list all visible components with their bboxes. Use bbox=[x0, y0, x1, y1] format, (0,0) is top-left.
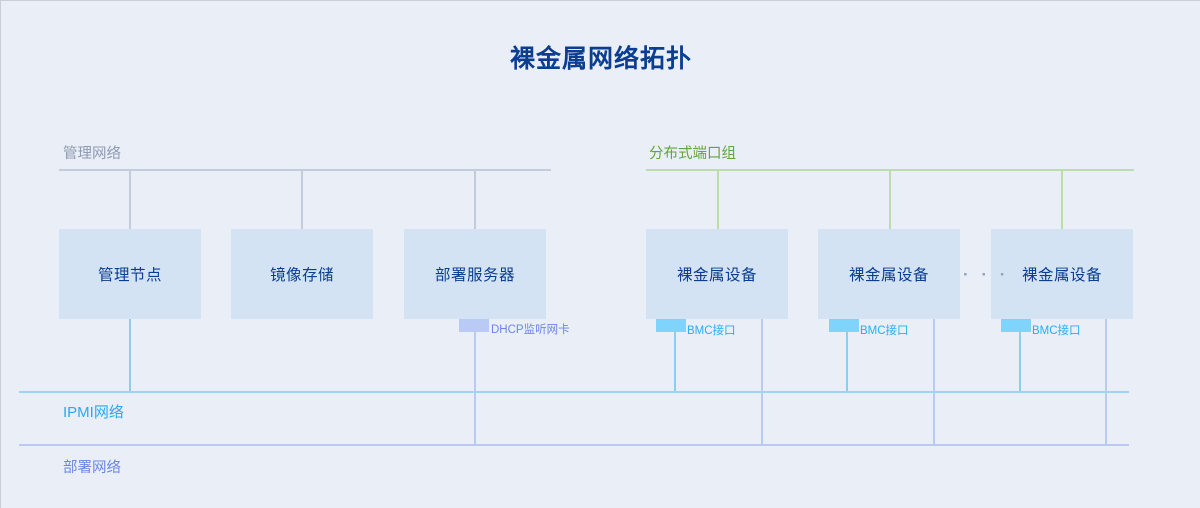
bmc-nic-label-2: BMC接口 bbox=[860, 325, 909, 337]
deployment-network-bus bbox=[19, 444, 1129, 446]
riser-bmc-1-ipmi bbox=[674, 332, 676, 392]
drop-management-node bbox=[129, 170, 131, 229]
node-deploy-server[interactable]: 部署服务器 bbox=[404, 229, 546, 319]
riser-bare-metal-n-deployment bbox=[1105, 319, 1107, 445]
zone-label-management: 管理网络 bbox=[63, 146, 121, 162]
bmc-nic-chip-n[interactable] bbox=[1001, 319, 1031, 332]
node-label: 裸金属设备 bbox=[848, 267, 929, 284]
devices-ellipsis: · · · bbox=[963, 265, 1010, 284]
riser-bare-metal-2-deployment bbox=[933, 319, 935, 445]
bmc-nic-label-1: BMC接口 bbox=[687, 325, 736, 337]
node-bare-metal-1[interactable]: 裸金属设备 bbox=[646, 229, 788, 319]
node-label: 裸金属设备 bbox=[1021, 267, 1102, 284]
zone-label-distributed-port-group: 分布式端口组 bbox=[649, 146, 736, 162]
management-network-bus bbox=[59, 169, 551, 171]
zone-label-ipmi: IPMI网络 bbox=[63, 404, 124, 421]
drop-deploy-server bbox=[474, 170, 476, 229]
riser-bmc-n-ipmi bbox=[1019, 332, 1021, 392]
bmc-nic-chip-2[interactable] bbox=[829, 319, 859, 332]
node-bare-metal-2[interactable]: 裸金属设备 bbox=[818, 229, 960, 319]
node-label: 镜像存储 bbox=[269, 267, 334, 284]
node-bare-metal-n[interactable]: 裸金属设备 bbox=[991, 229, 1133, 319]
dhcp-nic-chip[interactable] bbox=[459, 319, 489, 332]
ipmi-network-bus bbox=[19, 391, 1129, 393]
node-label: 管理节点 bbox=[97, 267, 162, 284]
bmc-nic-label-n: BMC接口 bbox=[1032, 325, 1081, 337]
drop-bare-metal-1 bbox=[717, 170, 719, 229]
riser-bare-metal-1-deployment bbox=[761, 319, 763, 445]
drop-image-storage bbox=[301, 170, 303, 229]
dhcp-nic-label: DHCP监听网卡 bbox=[491, 324, 570, 336]
page-title: 裸金属网络拓扑 bbox=[509, 45, 692, 73]
node-image-storage[interactable]: 镜像存储 bbox=[231, 229, 373, 319]
riser-dhcp-deployment bbox=[474, 332, 476, 445]
riser-bmc-2-ipmi bbox=[846, 332, 848, 392]
drop-bare-metal-n bbox=[1061, 170, 1063, 229]
drop-bare-metal-2 bbox=[889, 170, 891, 229]
bmc-nic-chip-1[interactable] bbox=[656, 319, 686, 332]
zone-label-deployment: 部署网络 bbox=[63, 460, 121, 476]
node-label: 裸金属设备 bbox=[676, 267, 757, 284]
riser-management-node-ipmi bbox=[129, 319, 131, 392]
node-management-node[interactable]: 管理节点 bbox=[59, 229, 201, 319]
node-label: 部署服务器 bbox=[434, 267, 515, 284]
